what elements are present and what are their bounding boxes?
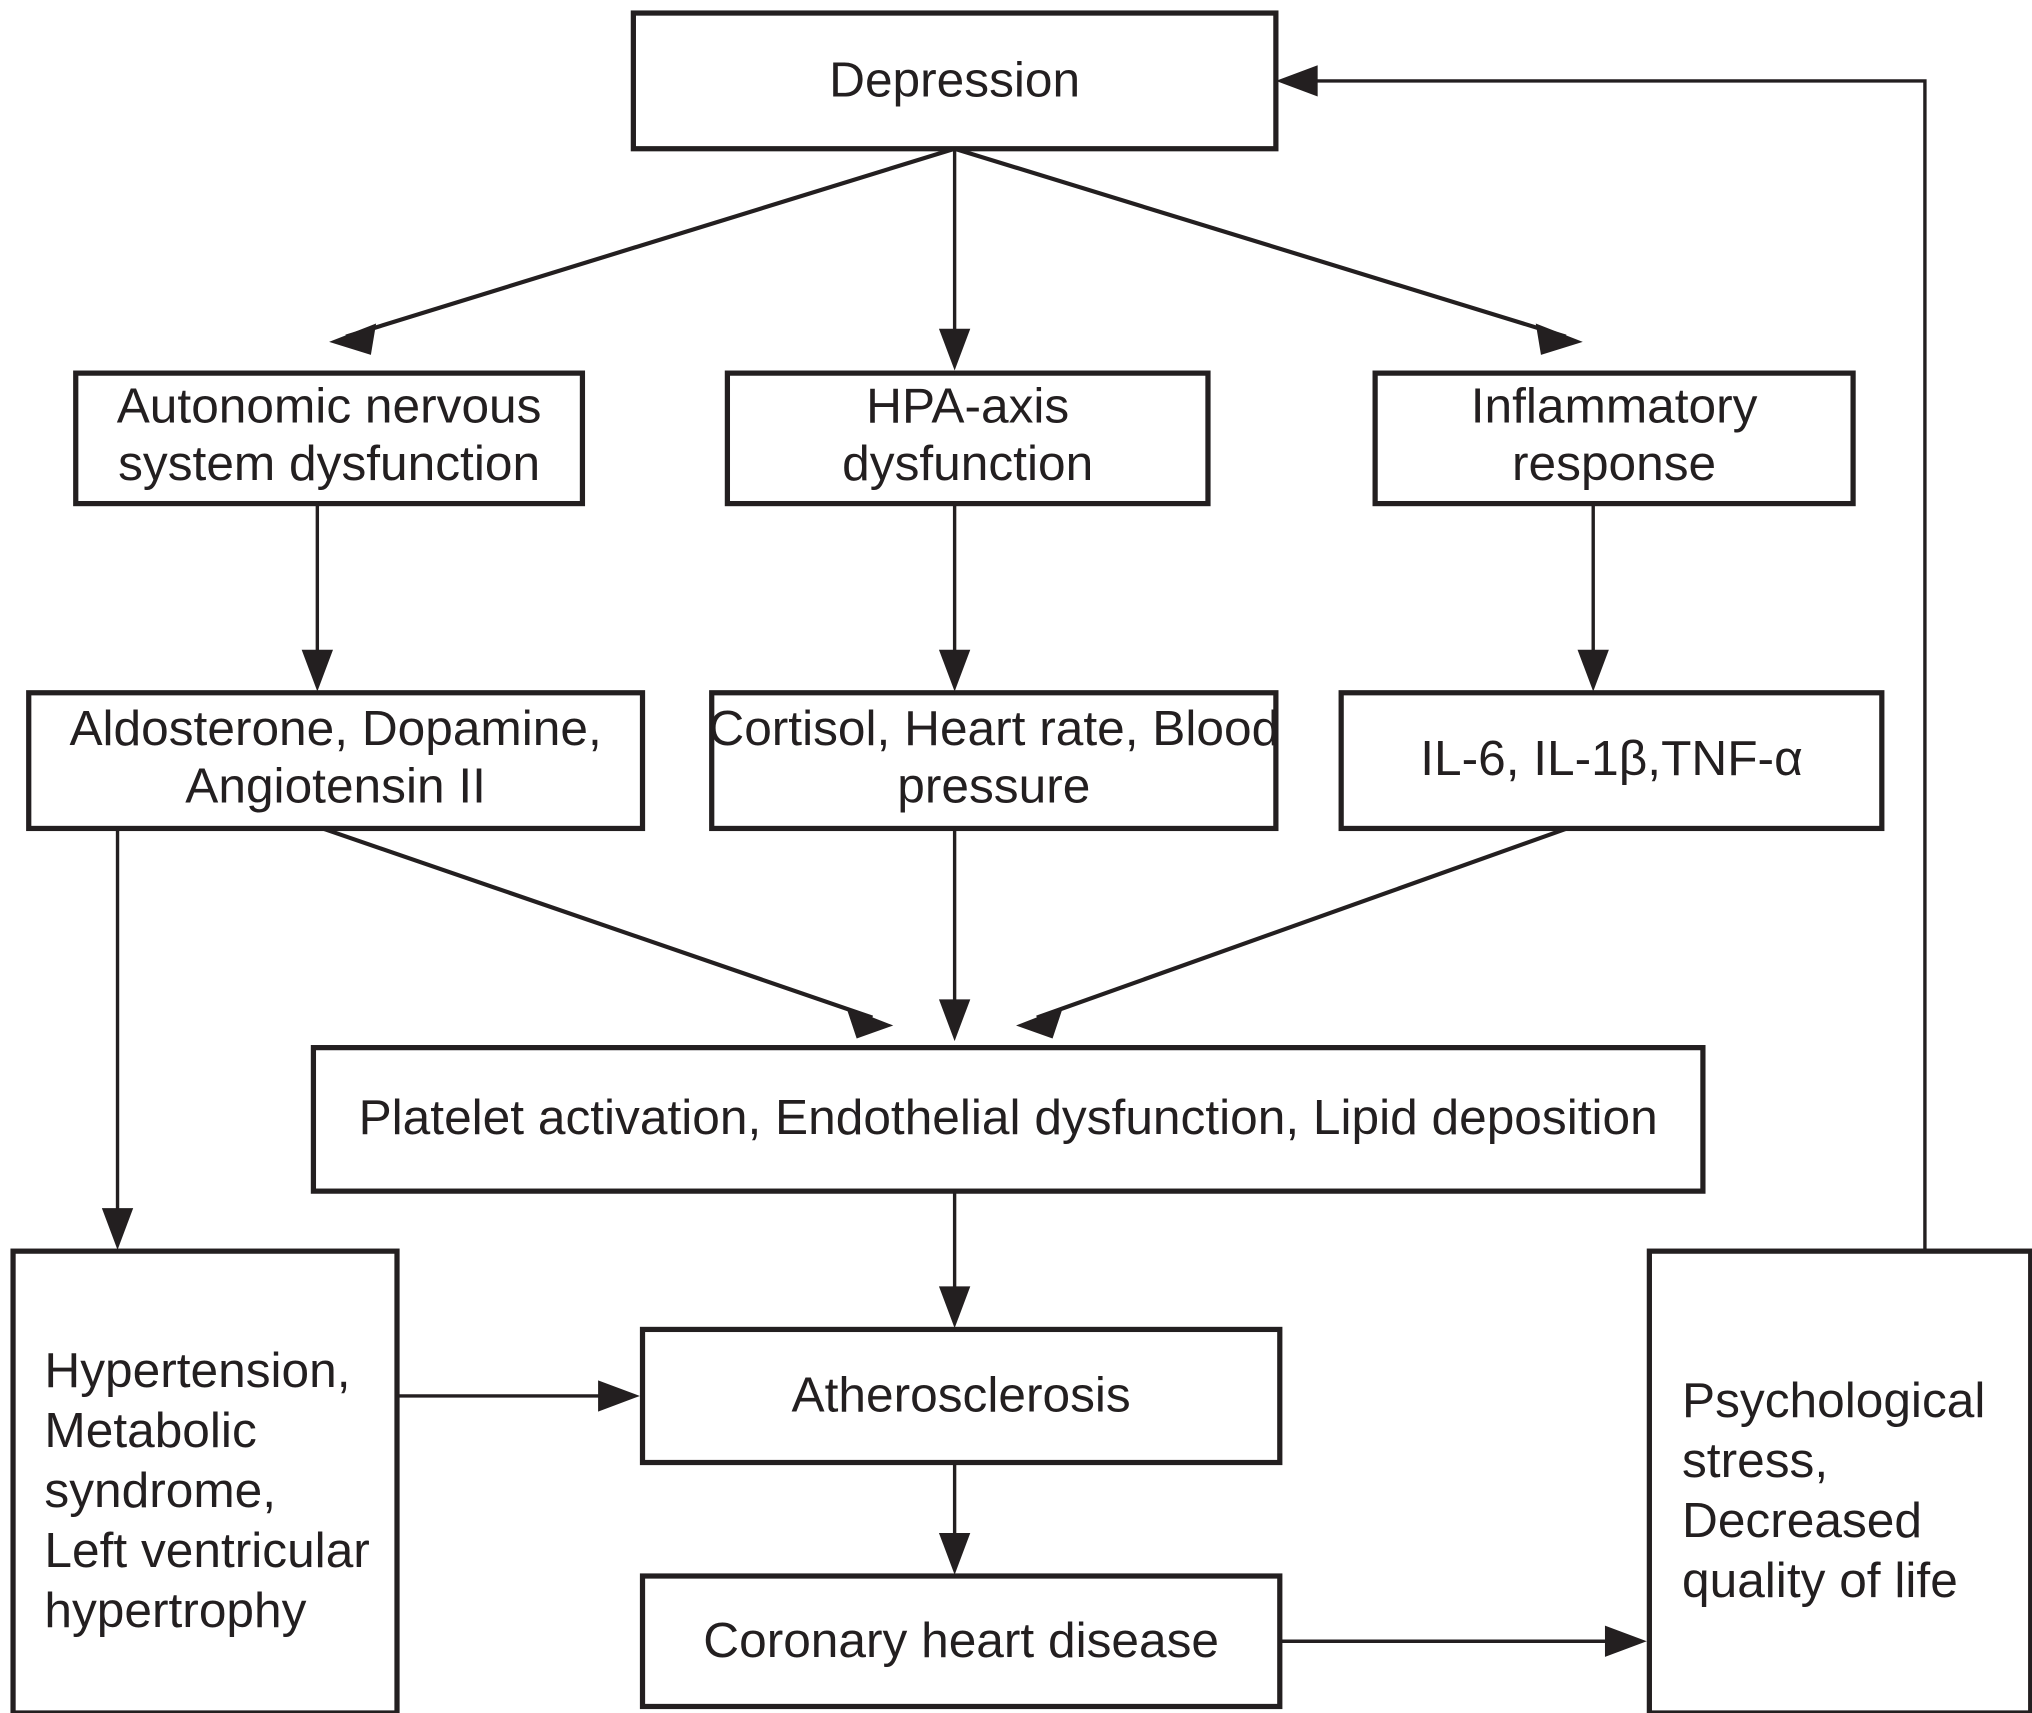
node-hpa-label-line2: dysfunction (842, 435, 1093, 491)
node-autonomic-nervous-system-dysfunction[interactable]: Autonomic nervous system dysfunction (73, 370, 586, 507)
node-cortisol-heartrate-bloodpressure[interactable]: Cortisol, Heart rate, Blood pressure (708, 690, 1279, 832)
node-hpa-axis-dysfunction[interactable]: HPA-axis dysfunction (724, 370, 1211, 507)
edge-depression-to-ans (329, 146, 956, 355)
edge-hypertension-to-athero (396, 1380, 640, 1412)
node-atherosclerosis[interactable]: Atherosclerosis (639, 1326, 1283, 1466)
edge-depression-to-hpa (938, 148, 971, 371)
edge-ans-to-aldo (301, 503, 334, 692)
node-hypertension-metabolic-lvh[interactable]: Hypertension, Metabolic syndrome, Left v… (10, 1248, 400, 1713)
node-aldosterone-dopamine-angiotensin[interactable]: Aldosterone, Dopamine, Angiotensin II (26, 690, 646, 832)
edge-cytokines-to-platelet (1016, 826, 1568, 1039)
node-layer: Depression Autonomic nervous system dysf… (10, 10, 2032, 1713)
node-hypertension-label-line4: Left ventricular (44, 1522, 369, 1578)
node-platelet-label: Platelet activation, Endothelial dysfunc… (359, 1089, 1658, 1145)
node-inflammatory-label-line1: Inflammatory (1471, 378, 1758, 434)
node-psych-label-line2: stress, (1682, 1432, 1828, 1488)
node-hypertension-label-line5: hypertrophy (44, 1582, 306, 1638)
node-coronary-heart-disease[interactable]: Coronary heart disease (639, 1573, 1283, 1710)
node-psych-label-line4: quality of life (1682, 1552, 1958, 1608)
edge-hpa-to-cortisol (938, 503, 971, 692)
node-hypertension-label-line1: Hypertension, (44, 1342, 350, 1398)
node-cytokines-label: IL-6, IL-1β,TNF-α (1420, 730, 1803, 786)
node-depression[interactable]: Depression (630, 10, 1279, 152)
node-ans-label-line2: system dysfunction (118, 435, 540, 491)
node-psychological-stress-qol[interactable]: Psychological stress, Decreased quality … (1646, 1248, 2032, 1713)
edge-psych-to-depression (1275, 65, 1927, 1252)
node-atherosclerosis-label: Atherosclerosis (792, 1367, 1131, 1423)
edge-aldo-to-platelet (321, 826, 894, 1039)
edge-inflam-to-cytokines (1577, 503, 1609, 692)
node-depression-label: Depression (829, 52, 1080, 108)
node-ans-label-line1: Autonomic nervous (117, 378, 542, 434)
node-hpa-label-line1: HPA-axis (866, 378, 1069, 434)
node-hypertension-label-line3: syndrome, (44, 1462, 276, 1518)
node-chd-label: Coronary heart disease (703, 1612, 1219, 1668)
node-psych-label-line1: Psychological (1682, 1372, 1985, 1428)
edge-chd-to-psych (1279, 1625, 1647, 1657)
node-aldosterone-label-line1: Aldosterone, Dopamine, (69, 700, 601, 756)
node-platelet-endothelial-lipid[interactable]: Platelet activation, Endothelial dysfunc… (310, 1045, 1706, 1194)
node-cytokines[interactable]: IL-6, IL-1β,TNF-α (1338, 690, 1885, 832)
node-psych-label-line3: Decreased (1682, 1492, 1922, 1548)
edge-cortisol-to-platelet (938, 828, 971, 1042)
node-hypertension-label-line2: Metabolic (44, 1402, 256, 1458)
edge-platelet-to-athero (938, 1191, 971, 1329)
node-cortisol-label-line2: pressure (897, 757, 1090, 813)
edge-layer (101, 65, 1927, 1657)
node-cortisol-label-line1: Cortisol, Heart rate, Blood (708, 700, 1279, 756)
node-inflammatory-response[interactable]: Inflammatory response (1372, 370, 1856, 507)
edge-aldo-to-hypertension (101, 828, 134, 1250)
edge-athero-to-chd (938, 1462, 971, 1575)
edge-depression-to-inflam (954, 146, 1583, 355)
node-inflammatory-label-line2: response (1512, 435, 1716, 491)
node-aldosterone-label-line2: Angiotensin II (185, 757, 486, 813)
